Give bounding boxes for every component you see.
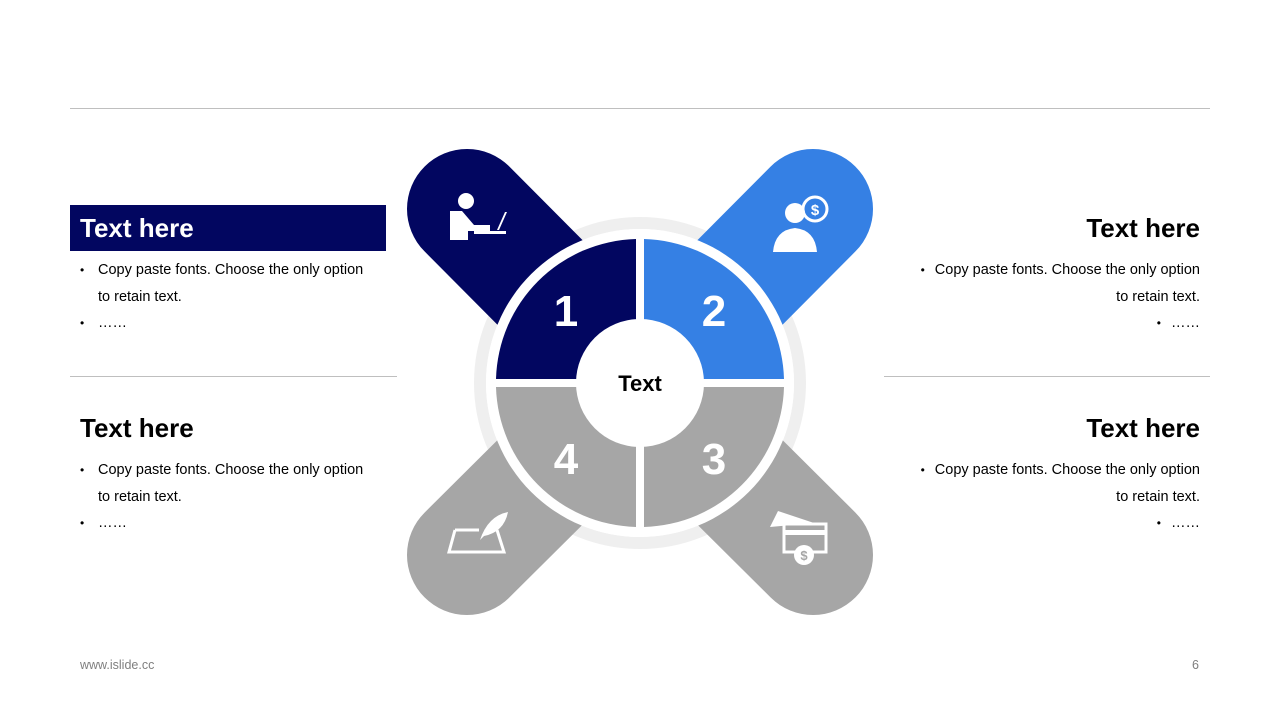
segment-number-3: 3 bbox=[702, 435, 726, 484]
bullet: •Copy paste fonts. Choose the only optio… bbox=[920, 262, 1200, 278]
left-divider bbox=[70, 376, 397, 377]
segment-number-1: 1 bbox=[554, 287, 578, 336]
leaf-2 bbox=[580, 149, 873, 443]
paper-quill-icon bbox=[447, 512, 508, 554]
bullet: •…… bbox=[1156, 315, 1200, 331]
leaf-1 bbox=[407, 149, 700, 443]
footer-url: www.islide.cc bbox=[80, 658, 155, 672]
credit-card-dollar-icon: $ bbox=[770, 511, 828, 565]
segment-number-4: 4 bbox=[554, 435, 579, 484]
person-at-laptop-icon bbox=[450, 193, 507, 240]
block-title: Text here bbox=[70, 205, 386, 251]
leaf-4 bbox=[407, 323, 700, 615]
segment-1 bbox=[496, 239, 636, 379]
bullet: …… bbox=[80, 510, 376, 537]
text-block-1: Text here Copy paste fonts. Choose the o… bbox=[70, 205, 386, 337]
bullet-continuation: to retain text. bbox=[1116, 488, 1200, 505]
bullet: …… bbox=[80, 310, 376, 337]
text-block-3: Text here •Copy paste fonts. Choose the … bbox=[894, 405, 1210, 537]
businessman-dollar-icon: $ bbox=[773, 195, 829, 252]
center-circle bbox=[576, 319, 704, 447]
text-block-4: Text here Copy paste fonts. Choose the o… bbox=[70, 405, 386, 537]
outer-ring bbox=[474, 217, 806, 549]
svg-text:$: $ bbox=[811, 202, 820, 219]
right-divider bbox=[884, 376, 1210, 377]
text-block-2: Text here •Copy paste fonts. Choose the … bbox=[894, 205, 1210, 337]
segment-2 bbox=[644, 239, 784, 379]
block-title: Text here bbox=[1086, 213, 1200, 243]
segment-3 bbox=[644, 387, 784, 527]
bullet-continuation: to retain text. bbox=[1116, 288, 1200, 305]
segment-number-2: 2 bbox=[702, 287, 726, 336]
block-title: Text here bbox=[1086, 413, 1200, 443]
bullet: Copy paste fonts. Choose the only option… bbox=[80, 257, 376, 310]
page-number: 6 bbox=[1192, 658, 1199, 672]
bullet: •Copy paste fonts. Choose the only optio… bbox=[920, 462, 1200, 478]
svg-text:$: $ bbox=[800, 548, 808, 563]
segment-4 bbox=[496, 387, 636, 527]
block-title: Text here bbox=[80, 413, 194, 443]
bullet: •…… bbox=[1156, 515, 1200, 531]
center-label: Text bbox=[618, 371, 662, 396]
top-divider bbox=[70, 108, 1210, 109]
bullet: Copy paste fonts. Choose the only option… bbox=[80, 457, 376, 510]
leaf-3 bbox=[580, 323, 873, 615]
